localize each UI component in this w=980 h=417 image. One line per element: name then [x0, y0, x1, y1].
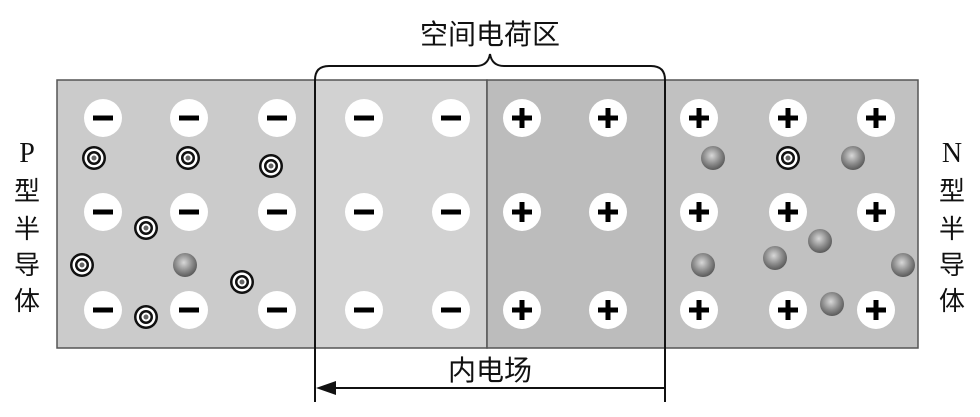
- electron-icon: [808, 229, 832, 253]
- negative-ion-icon: [84, 193, 122, 231]
- electron-icon: [701, 146, 725, 170]
- hole-icon: [134, 216, 158, 240]
- positive-ion-icon: [503, 291, 541, 329]
- n-char: 型: [939, 177, 965, 207]
- negative-ion-icon: [432, 193, 470, 231]
- n-char: 半: [939, 215, 965, 245]
- internal-field-label: 内电场: [448, 354, 532, 387]
- arrow-left-icon: [316, 381, 336, 395]
- negative-ion-icon: [258, 291, 296, 329]
- negative-ion-icon: [84, 291, 122, 329]
- negative-ion-icon: [258, 193, 296, 231]
- hole-icon: [176, 146, 200, 170]
- electron-icon: [891, 253, 915, 277]
- hole-icon: [776, 146, 800, 170]
- negative-ion-icon: [170, 99, 208, 137]
- n-type-label: N 型 半 导 体: [939, 138, 965, 317]
- electron-icon: [841, 146, 865, 170]
- brace-icon: [314, 53, 666, 81]
- positive-ion-icon: [503, 99, 541, 137]
- hole-icon: [259, 154, 283, 178]
- positive-ion-icon: [680, 291, 718, 329]
- positive-ion-icon: [769, 291, 807, 329]
- negative-ion-icon: [170, 291, 208, 329]
- negative-ion-icon: [345, 99, 383, 137]
- negative-ion-icon: [258, 99, 296, 137]
- positive-ion-icon: [589, 193, 627, 231]
- negative-ion-icon: [432, 99, 470, 137]
- negative-ion-icon: [345, 291, 383, 329]
- positive-ion-icon: [857, 193, 895, 231]
- positive-ion-icon: [857, 99, 895, 137]
- p-char: 体: [14, 287, 40, 317]
- positive-ion-icon: [857, 291, 895, 329]
- n-char: 导: [939, 251, 965, 281]
- electron-icon: [173, 253, 197, 277]
- hole-icon: [82, 146, 106, 170]
- electron-icon: [763, 246, 787, 270]
- n-letter: N: [942, 138, 962, 169]
- negative-ion-icon: [345, 193, 383, 231]
- positive-ion-icon: [680, 99, 718, 137]
- electron-icon: [820, 292, 844, 316]
- positive-ion-icon: [589, 291, 627, 329]
- negative-ion-icon: [432, 291, 470, 329]
- positive-ion-icon: [769, 193, 807, 231]
- hole-icon: [230, 270, 254, 294]
- negative-ion-icon: [170, 193, 208, 231]
- hole-icon: [134, 305, 158, 329]
- n-char: 体: [939, 287, 965, 317]
- p-letter: P: [19, 138, 35, 169]
- depletion-region-label: 空间电荷区: [420, 18, 560, 51]
- negative-ion-icon: [84, 99, 122, 137]
- positive-ion-icon: [680, 193, 718, 231]
- p-char: 导: [14, 251, 40, 281]
- positive-ion-icon: [503, 193, 541, 231]
- positive-ion-icon: [769, 99, 807, 137]
- hole-icon: [70, 253, 94, 277]
- p-char: 型: [14, 177, 40, 207]
- p-type-label: P 型 半 导 体: [14, 138, 40, 317]
- electron-icon: [691, 253, 715, 277]
- positive-ion-icon: [589, 99, 627, 137]
- p-char: 半: [14, 215, 40, 245]
